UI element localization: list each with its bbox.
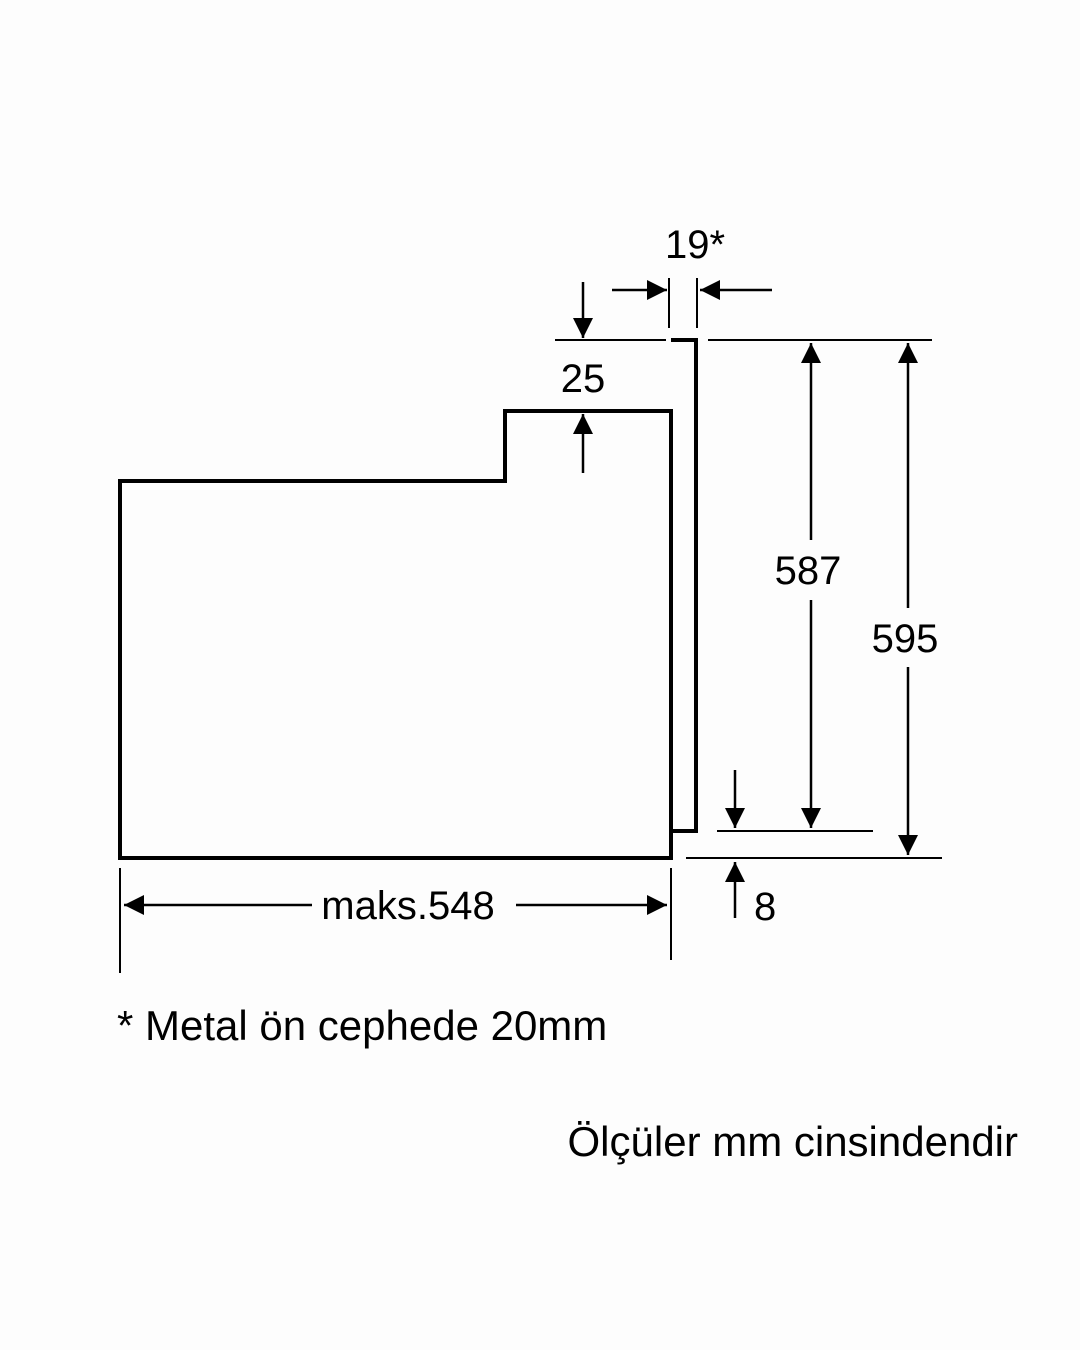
inner-height-dimension: 587 — [708, 339, 932, 832]
footnote-text: * Metal ön cephede 20mm — [117, 1002, 607, 1049]
bottom-offset-label: 8 — [754, 885, 776, 929]
max-depth-dimension: maks.548 — [119, 868, 672, 973]
bottom-offset-dimension: 8 — [725, 770, 776, 929]
oven-door-panel — [671, 338, 698, 833]
total-height-dimension: 595 — [686, 343, 942, 859]
inner-height-label: 587 — [775, 549, 842, 593]
oven-body-outline — [118, 409, 673, 860]
top-offset-label: 25 — [561, 357, 606, 401]
top-offset-dimension: 25 — [555, 282, 666, 473]
total-height-label: 595 — [872, 617, 939, 661]
max-depth-label: maks.548 — [321, 884, 494, 928]
units-note-text: Ölçüler mm cinsindendir — [568, 1118, 1018, 1165]
door-thickness-dimension: 19* — [612, 223, 772, 328]
door-thickness-label: 19* — [665, 223, 725, 267]
